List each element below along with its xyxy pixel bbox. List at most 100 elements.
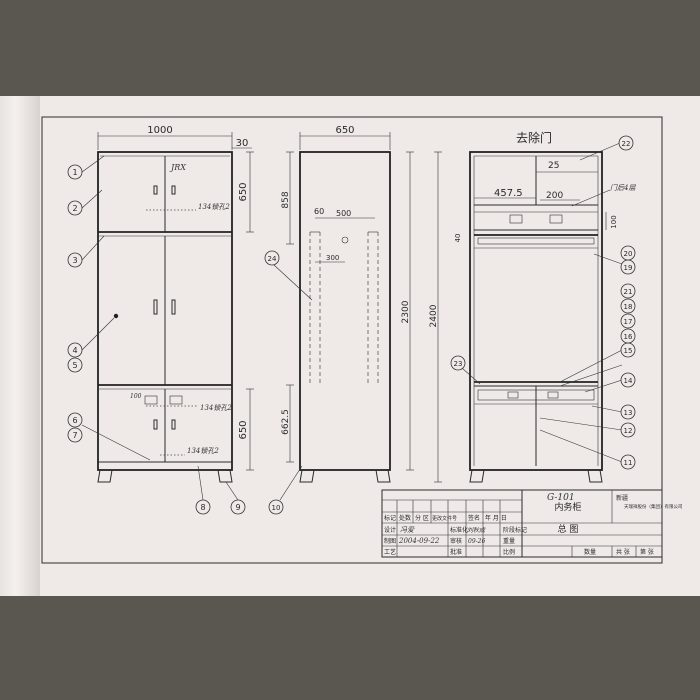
dim-side-2400: 2400 — [429, 304, 439, 327]
svg-text:15: 15 — [624, 347, 633, 355]
callout-24: 24 — [264, 250, 280, 266]
callout-7: 7 — [67, 427, 83, 443]
callout-13: 13 — [620, 404, 636, 420]
svg-text:7: 7 — [72, 431, 77, 440]
note-lock-mid: 134锁孔2 — [200, 404, 232, 412]
callout-4: 4 — [67, 342, 83, 358]
hdr-date: 年 月 日 — [485, 514, 507, 522]
svg-text:11: 11 — [624, 459, 633, 467]
svg-text:12: 12 — [624, 427, 633, 435]
dim-open-25: 25 — [548, 161, 559, 171]
callout-1: 1 — [67, 164, 83, 180]
callout-10: 10 — [268, 499, 284, 515]
std-sign: 刘秋成 — [467, 526, 486, 534]
review-date: 09-26 — [468, 538, 485, 545]
cabinet-front-outline — [97, 151, 233, 471]
dim-side-858: 858 — [281, 191, 291, 208]
open-view: 去除门 25 457.5 200 100 40 门后4层 — [454, 130, 636, 483]
cabinet-open-outline — [469, 151, 603, 471]
cabinet-side-outline — [299, 151, 391, 471]
side-view: 650 60 500 300 858 662.5 2300 240 — [273, 125, 442, 501]
dim-front-small: 100 — [130, 393, 142, 400]
svg-text:24: 24 — [268, 255, 277, 263]
row-review: 审核 — [450, 537, 462, 545]
drawing-sheet — [0, 96, 700, 596]
front-view: 1000 30 JRX 134锁孔2 — [81, 125, 254, 501]
callout-23: 23 — [450, 355, 466, 371]
binding-spine — [0, 96, 40, 596]
lbl-stage: 阶段标记 — [503, 526, 527, 534]
callout-5: 5 — [67, 357, 83, 373]
dim-side-2300: 2300 — [401, 300, 411, 323]
svg-text:2: 2 — [72, 204, 77, 213]
dim-open-40: 40 — [454, 234, 462, 243]
dim-side-depth: 650 — [335, 125, 354, 136]
company-name: 天瑞祥股份（集团）有限公司 — [624, 503, 683, 510]
hdr-sign: 签名 — [468, 514, 480, 522]
svg-text:5: 5 — [72, 361, 77, 370]
dim-open-200: 200 — [546, 191, 563, 201]
svg-text:18: 18 — [624, 303, 633, 311]
callout-12: 12 — [620, 422, 636, 438]
callout-18: 18 — [620, 298, 636, 314]
dim-side-500: 500 — [336, 209, 351, 218]
callout-21: 21 — [620, 283, 636, 299]
hdr-change: 更改文件号 — [432, 515, 457, 522]
row-std: 标准化 — [450, 526, 468, 534]
hdr-mark: 标记 — [384, 514, 396, 522]
callout-8: 8 — [195, 499, 211, 515]
hdr-zone: 分 区 — [415, 514, 429, 522]
drawing-number: G-101 — [547, 493, 575, 503]
dim-open-100: 100 — [610, 215, 618, 228]
callout-9: 9 — [230, 499, 246, 515]
svg-text:21: 21 — [624, 288, 633, 296]
dim-open-457: 457.5 — [494, 188, 523, 199]
svg-text:8: 8 — [200, 503, 205, 512]
svg-text:1: 1 — [72, 168, 77, 177]
product-name: 内务柜 — [554, 501, 581, 513]
lbl-total: 共 张 — [616, 548, 630, 556]
dim-front-top-height: 650 — [238, 182, 249, 201]
label-top-door: JRX — [169, 163, 186, 172]
svg-text:22: 22 — [622, 140, 631, 148]
svg-text:6: 6 — [72, 416, 77, 425]
hdr-count: 处数 — [399, 514, 411, 522]
svg-text:17: 17 — [624, 318, 633, 326]
row-draw: 制图 — [384, 537, 396, 545]
open-view-title: 去除门 — [516, 130, 552, 145]
row-design: 设计 — [384, 526, 396, 534]
svg-text:10: 10 — [272, 504, 281, 512]
lbl-qty: 数量 — [584, 548, 596, 556]
callout-11: 11 — [620, 454, 636, 470]
svg-text:4: 4 — [72, 346, 77, 355]
callout-15: 15 — [620, 342, 636, 358]
design-date: 2004-09-22 — [398, 537, 440, 545]
callout-17: 17 — [620, 313, 636, 329]
door-handles — [113, 185, 176, 430]
callout-19: 19 — [620, 259, 636, 275]
svg-text:14: 14 — [624, 377, 633, 385]
note-open: 门后4层 — [610, 184, 636, 192]
drawing-title: 总 图 — [558, 523, 579, 535]
note-lock-low: 134锁孔2 — [187, 447, 219, 455]
dim-front-width: 1000 — [147, 125, 172, 136]
dim-side-60: 60 — [314, 207, 324, 216]
title-block: G-101 内务柜 总 图 新疆 天瑞祥股份（集团）有限公司 标记 处数 分 区… — [381, 489, 683, 558]
company-prefix: 新疆 — [616, 494, 628, 502]
callout-3: 3 — [67, 252, 83, 268]
lbl-weight: 重量 — [503, 537, 515, 545]
dim-front-gap: 30 — [236, 138, 249, 149]
callout-20: 20 — [620, 245, 636, 261]
drawing-frame — [41, 116, 663, 564]
lbl-scale: 比例 — [503, 548, 515, 556]
callout-6: 6 — [67, 412, 83, 428]
svg-text:16: 16 — [624, 333, 633, 341]
svg-text:13: 13 — [624, 409, 633, 417]
callout-2: 2 — [67, 200, 83, 216]
svg-text:19: 19 — [624, 264, 633, 272]
dim-front-bottom-height: 650 — [238, 420, 249, 439]
callout-bubbles: 1 2 3 4 5 6 7 8 9 10 11 12 13 14 15 16 1… — [67, 135, 636, 515]
svg-text:9: 9 — [235, 503, 240, 512]
lbl-sheet: 第 张 — [640, 548, 654, 556]
